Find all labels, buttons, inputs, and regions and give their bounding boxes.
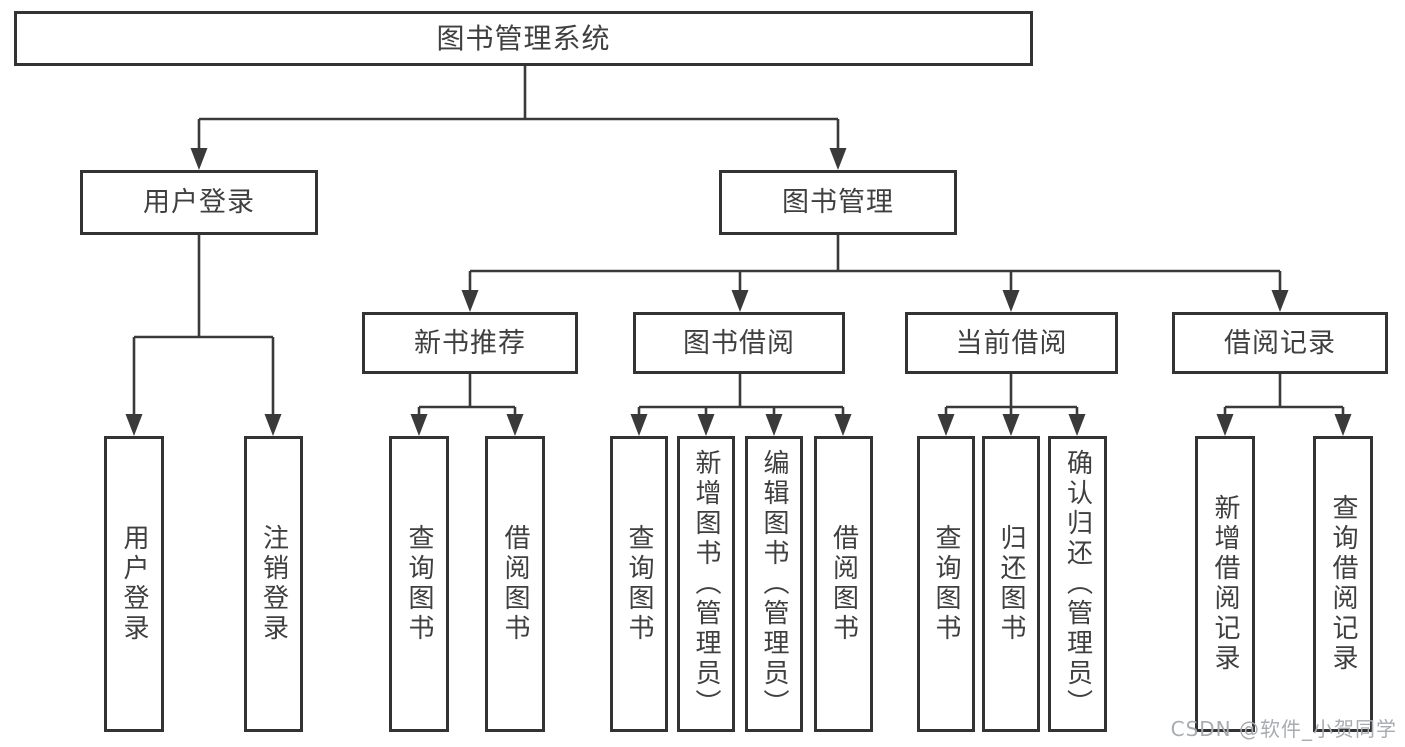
leaf-confirm-return-admin: 确认归还（管理员） [1048, 436, 1107, 732]
arrowhead [1068, 414, 1086, 436]
connector-book-borrow-group [637, 374, 845, 416]
leaf-query-books-borrow: 查询图书 [610, 436, 668, 732]
node-new-book-recommend: 新书推荐 [362, 312, 578, 374]
leaf-borrow-books-label: 借阅图书 [828, 524, 859, 644]
leaf-query-books-current-label: 查询图书 [931, 524, 961, 644]
leaf-borrow-books-recommend-label: 借阅图书 [500, 524, 530, 644]
leaf-add-books-admin-label: 新增图书（管理员） [691, 449, 721, 719]
arrowhead [461, 290, 479, 312]
leaf-query-books-recommend: 查询图书 [389, 436, 449, 732]
leaf-query-borrow-record: 查询借阅记录 [1313, 436, 1373, 732]
arrowhead [264, 414, 282, 436]
arrowhead [190, 148, 208, 170]
node-borrow-records-label: 借阅记录 [1224, 327, 1336, 359]
node-user-login-label: 用户登录 [143, 187, 255, 218]
leaf-edit-books-admin-label: 编辑图书（管理员） [759, 449, 789, 719]
arrowhead [410, 414, 428, 436]
leaf-add-borrow-record-label: 新增借阅记录 [1210, 494, 1240, 674]
leaf-add-borrow-record: 新增借阅记录 [1195, 436, 1255, 732]
node-root-system: 图书管理系统 [14, 11, 1033, 66]
arrowhead [630, 414, 648, 436]
arrowhead [1271, 290, 1289, 312]
leaf-user-login-label: 用户登录 [119, 524, 149, 644]
arrowhead [1002, 414, 1020, 436]
connector-root-to-level2 [197, 64, 840, 152]
node-current-borrow-label: 当前借阅 [955, 327, 1068, 359]
leaf-query-borrow-record-label: 查询借阅记录 [1328, 494, 1358, 674]
node-new-book-recommend-label: 新书推荐 [414, 327, 526, 359]
connector-borrow-records-group [1223, 374, 1345, 416]
leaf-add-books-admin: 新增图书（管理员） [677, 436, 735, 732]
leaf-confirm-return-admin-label: 确认归还（管理员） [1062, 449, 1093, 719]
connector-new-book-group [417, 374, 517, 416]
leaf-query-books-current: 查询图书 [917, 436, 975, 732]
leaf-query-books-recommend-label: 查询图书 [404, 524, 434, 644]
node-current-borrow: 当前借阅 [905, 312, 1118, 374]
leaf-logout: 注销登录 [244, 436, 303, 732]
arrowhead [1002, 290, 1020, 312]
leaf-borrow-books: 借阅图书 [814, 436, 873, 732]
arrowhead [1334, 414, 1352, 436]
node-root-system-label: 图书管理系统 [436, 21, 611, 55]
arrowhead [829, 148, 847, 170]
arrowhead [731, 290, 749, 312]
connector-book-management-to-level3 [468, 235, 1282, 292]
leaf-logout-label: 注销登录 [258, 524, 289, 644]
node-book-borrow: 图书借阅 [633, 312, 845, 374]
arrowhead [1216, 414, 1234, 436]
node-book-management-label: 图书管理 [782, 187, 894, 218]
leaf-edit-books-admin: 编辑图书（管理员） [745, 436, 803, 732]
arrowhead [506, 414, 524, 436]
node-book-borrow-label: 图书借阅 [683, 327, 795, 359]
connector-user-login-group [132, 235, 275, 416]
leaf-user-login: 用户登录 [104, 436, 164, 732]
arrowhead [937, 414, 955, 436]
arrowhead [834, 414, 852, 436]
node-book-management: 图书管理 [719, 170, 957, 235]
node-user-login: 用户登录 [80, 170, 318, 235]
arrowhead [697, 414, 715, 436]
leaf-query-books-borrow-label: 查询图书 [624, 524, 654, 644]
connector-current-borrow-group [944, 374, 1079, 416]
leaf-borrow-books-recommend: 借阅图书 [485, 436, 545, 732]
leaf-return-books: 归还图书 [982, 436, 1040, 732]
arrowhead [765, 414, 783, 436]
arrowhead [125, 414, 143, 436]
leaf-return-books-label: 归还图书 [996, 524, 1026, 644]
node-borrow-records: 借阅记录 [1172, 312, 1388, 374]
csdn-watermark: CSDN @软件_小贺同学 [1170, 717, 1397, 741]
